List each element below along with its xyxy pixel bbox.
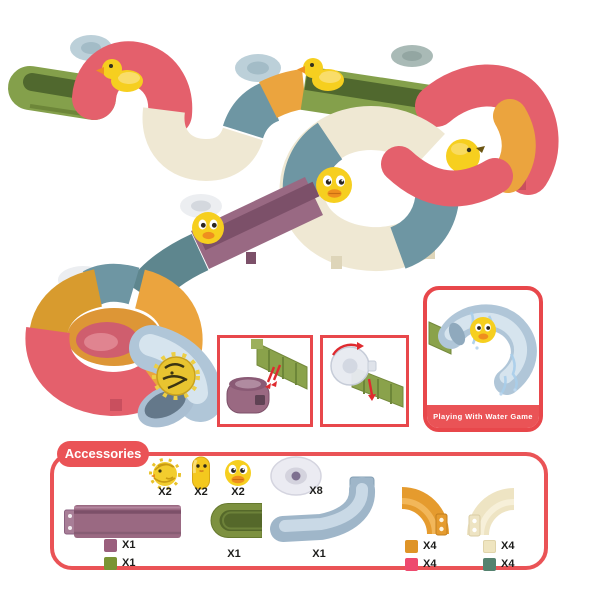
suction-cup-icon [270,456,322,496]
insert-arrows-icon [265,364,282,389]
accessories-title-tab: Accessories [57,441,149,467]
track-teal-curve-1 [222,81,281,140]
water-slide-piece [438,304,537,395]
color-swatch [483,558,496,571]
rotate-arrows-icon [331,342,376,401]
duck-icon [192,212,224,244]
duck-icon [96,59,143,92]
track-cream-u [142,107,264,182]
count-label: X2 [231,486,245,498]
quarter-curve-warm-piece [401,487,449,536]
duck-icon [316,167,352,203]
quarter-curve-light-piece [467,488,515,537]
duck-icon [225,460,251,486]
color-swatch [483,540,496,553]
count-label: X4 [501,540,515,552]
suction-cup-attachment-illustration [330,342,404,408]
water-game-caption: Playing With Water Game [427,405,539,428]
water-game-inset: Playing With Water Game [423,286,543,432]
spinner-duck-icon [149,458,181,490]
straight-track-piece [64,505,181,538]
color-swatch [104,539,117,552]
track-red-curve-1 [72,41,193,136]
bucket-attachment-illustration [226,339,308,414]
count-label: X4 [501,558,515,570]
color-swatch [405,540,418,553]
duck-icon [297,58,344,91]
count-label: X1 [122,539,136,551]
count-label: X4 [423,540,437,552]
color-swatch [104,557,117,570]
color-swatch [405,558,418,571]
count-label: X4 [423,558,437,570]
slide-track-piece [270,476,375,542]
track-orange-curve-1 [259,69,307,119]
count-label: X2 [194,486,208,498]
green-track-piece [251,339,308,390]
capsule-duck-icon [192,456,210,490]
assembly-inset-suction-cup [320,335,409,427]
assembly-inset-bucket [217,335,313,427]
count-label: X8 [309,485,323,497]
accessories-panel: X2 X2 X2 X8 [50,452,548,571]
u-end-track-piece [210,503,262,538]
count-label: X1 [312,548,326,560]
track-red-front-wall [381,146,513,207]
bucket-piece [226,377,270,414]
water-slide-illustration [428,304,537,396]
duck-icon [446,139,485,173]
spiral-funnel [25,263,203,417]
duck-icon [470,317,496,343]
count-label: X1 [227,548,241,560]
count-label: X2 [158,486,172,498]
spinner-wheel-duck-icon [152,352,200,400]
accessories-title: Accessories [64,446,142,461]
suction-cup-piece [330,346,377,386]
duck-slide-assembly-illustration [8,35,559,428]
count-label: X1 [122,557,136,569]
